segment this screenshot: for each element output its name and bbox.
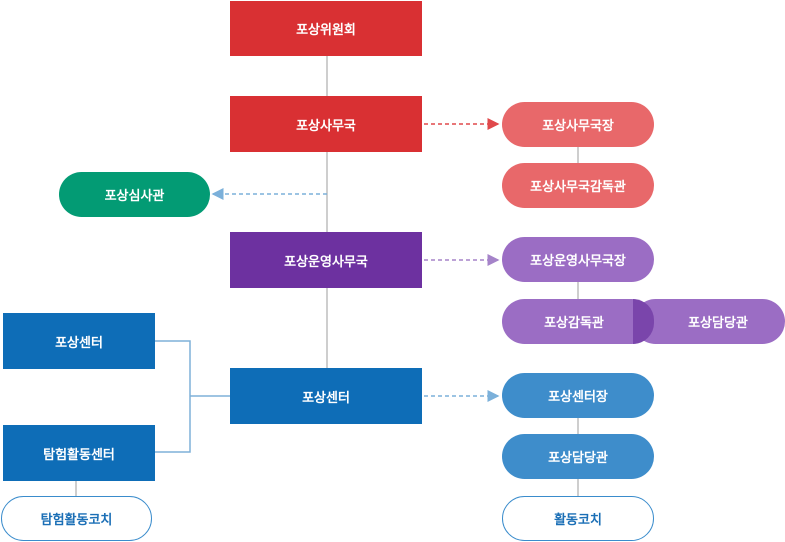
node-center-main: 포상센터 [230,368,422,424]
node-center-side: 포상센터 [3,313,155,369]
node-reviewer: 포상심사관 [59,172,210,217]
left-bracket [155,340,191,453]
node-expedition-center: 탐험활동센터 [3,425,155,481]
node-secretariat-head: 포상사무국장 [502,102,654,147]
node-committee: 포상위원회 [230,1,422,56]
node-ops-supervisor: 포상감독관 [502,299,654,344]
node-ops-officer: 포상담당관 [633,299,785,344]
node-activity-coach: 활동코치 [502,496,654,541]
node-secretariat: 포상사무국 [230,96,422,152]
node-expedition-coach: 탐험활동코치 [1,496,152,541]
node-ops-secretariat-head: 포상운영사무국장 [502,237,654,282]
node-secretariat-supervisor: 포상사무국감독관 [502,163,654,208]
node-center-head: 포상센터장 [502,373,654,418]
node-center-officer: 포상담당관 [502,434,654,479]
node-ops-secretariat: 포상운영사무국 [230,232,422,288]
overlap-lens [633,299,654,344]
